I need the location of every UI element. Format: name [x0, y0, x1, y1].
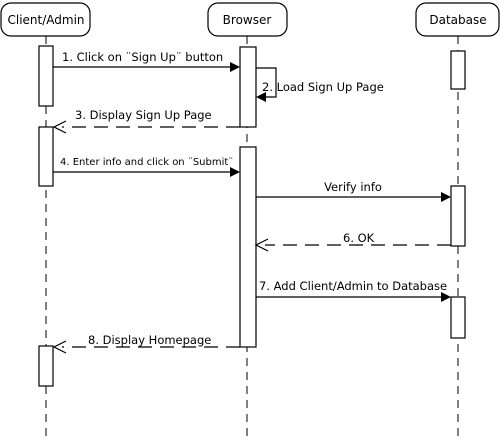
message-1-label: 1. Click on ¨Sign Up¨ button	[62, 50, 223, 64]
client-activation-2	[38, 126, 54, 187]
message-3: 3. Display Sign Up Page	[52, 108, 240, 134]
message-7-label: 7. Add Client/Admin to Database	[259, 279, 447, 293]
message-8-arrowhead	[52, 340, 67, 354]
message-6-arrowhead	[254, 238, 269, 252]
participant-client: Client/Admin	[0, 2, 91, 37]
message-8-label: 8. Display Homepage	[88, 333, 211, 347]
message-3-label: 3. Display Sign Up Page	[75, 108, 212, 122]
message-3-arrowhead	[52, 120, 67, 134]
participant-database-label: Database	[429, 13, 486, 27]
message-5-arrowhead	[441, 192, 451, 202]
message-4-label: 4. Enter info and click on ¨Submit¨	[60, 157, 233, 168]
message-1: 1. Click on ¨Sign Up¨ button	[53, 50, 240, 72]
message-5-label: Verify info	[324, 180, 382, 194]
message-2: 2. Load Sign Up Page	[256, 67, 384, 102]
client-activation-3	[38, 345, 54, 387]
message-2-label: 2. Load Sign Up Page	[262, 80, 384, 94]
participant-database: Database	[415, 2, 500, 37]
participant-browser: Browser	[207, 2, 288, 37]
message-7: 7. Add Client/Admin to Database	[256, 279, 451, 302]
database-activation-1	[450, 50, 466, 90]
message-6: 6. OK	[254, 231, 451, 252]
participant-browser-label: Browser	[223, 13, 272, 27]
message-7-arrowhead	[441, 292, 451, 302]
message-8: 8. Display Homepage	[52, 333, 240, 354]
participant-client-label: Client/Admin	[7, 13, 84, 27]
message-2-arrowhead	[256, 92, 266, 102]
client-activation-1	[38, 45, 54, 107]
message-6-label: 6. OK	[343, 231, 375, 245]
database-activation-2	[450, 185, 466, 247]
browser-activation-1	[239, 46, 257, 128]
message-4-arrowhead	[230, 167, 240, 177]
browser-activation-2	[239, 146, 257, 348]
message-5: Verify info	[256, 180, 451, 202]
database-activation-3	[450, 296, 466, 339]
message-1-arrowhead	[230, 62, 240, 72]
message-4: 4. Enter info and click on ¨Submit¨	[53, 157, 240, 177]
